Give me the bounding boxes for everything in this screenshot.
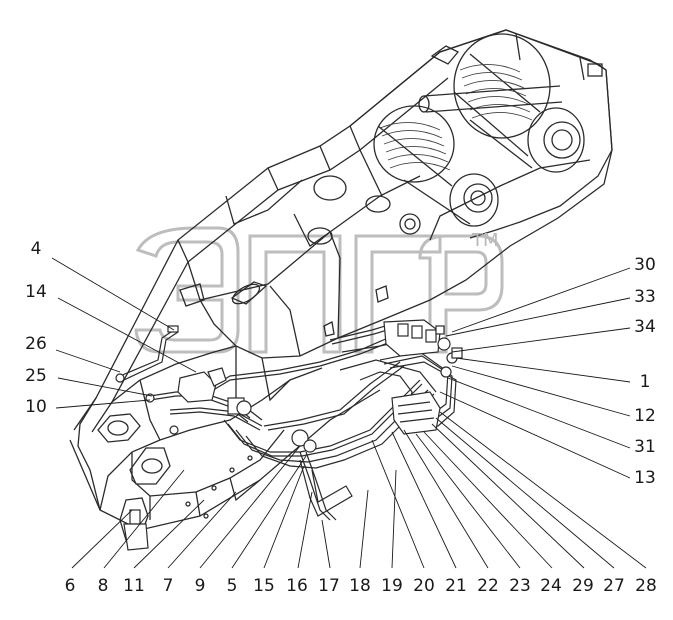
callout-5: 5 xyxy=(226,576,238,596)
callout-33: 33 xyxy=(634,287,656,307)
callout-24: 24 xyxy=(540,576,562,596)
leader-lines xyxy=(51,257,647,569)
callout-23: 23 xyxy=(509,576,531,596)
callout-34: 34 xyxy=(634,317,656,337)
callout-9: 9 xyxy=(194,576,206,596)
callout-29: 29 xyxy=(572,576,594,596)
callout-7: 7 xyxy=(162,576,174,596)
callout-15: 15 xyxy=(253,576,275,596)
callout-25: 25 xyxy=(25,366,47,386)
callout-6: 6 xyxy=(64,576,76,596)
callout-19: 19 xyxy=(381,576,403,596)
hydraulic-components xyxy=(115,319,463,551)
boom-frame xyxy=(69,29,613,541)
callout-31: 31 xyxy=(634,437,656,457)
callout-20: 20 xyxy=(413,576,435,596)
callout-22: 22 xyxy=(477,576,499,596)
watermark-trademark: TM xyxy=(471,230,499,251)
callout-26: 26 xyxy=(25,334,47,354)
callout-16: 16 xyxy=(286,576,308,596)
callout-14: 14 xyxy=(25,282,47,302)
callout-27: 27 xyxy=(603,576,625,596)
callout-18: 18 xyxy=(349,576,371,596)
callout-21: 21 xyxy=(445,576,467,596)
callout-10: 10 xyxy=(25,397,47,417)
callout-1: 1 xyxy=(639,372,651,392)
callout-12: 12 xyxy=(634,406,656,426)
winch-drums xyxy=(349,29,613,241)
callout-28: 28 xyxy=(635,576,657,596)
callout-8: 8 xyxy=(97,576,109,596)
callout-30: 30 xyxy=(634,255,656,275)
callout-13: 13 xyxy=(634,468,656,488)
callout-17: 17 xyxy=(318,576,340,596)
callout-11: 11 xyxy=(123,576,145,596)
callout-4: 4 xyxy=(30,239,42,259)
